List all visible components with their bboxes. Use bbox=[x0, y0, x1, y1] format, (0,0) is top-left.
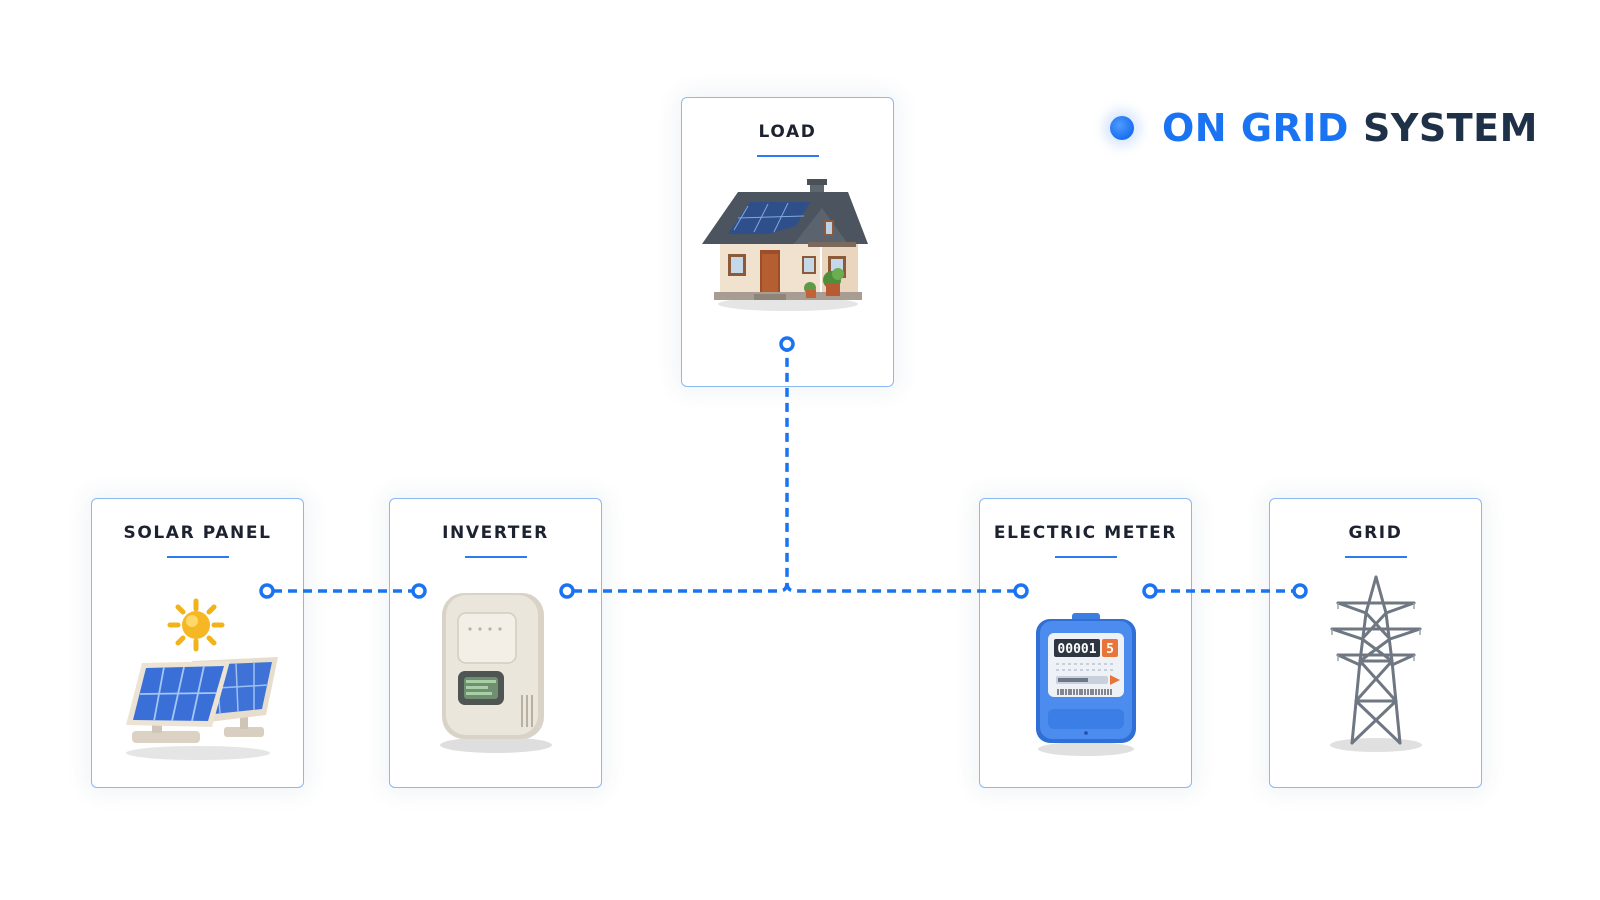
node-load-label: LOAD bbox=[758, 122, 817, 142]
label-underline bbox=[1054, 556, 1117, 558]
node-solar-label: SOLAR PANEL bbox=[123, 523, 272, 543]
label-underline bbox=[166, 556, 229, 558]
diagram-title: ON GRID SYSTEM bbox=[1110, 100, 1538, 156]
title-rest: SYSTEM bbox=[1362, 106, 1538, 150]
title-text: ON GRID SYSTEM bbox=[1162, 106, 1538, 150]
node-electric-meter: ELECTRIC METER 00001 5 bbox=[979, 498, 1192, 788]
solar-panel-icon bbox=[126, 598, 278, 760]
house-icon bbox=[702, 179, 868, 311]
node-grid-label: GRID bbox=[1348, 523, 1403, 543]
node-inverter-label: INVERTER bbox=[442, 523, 549, 543]
electric-meter-icon: 00001 5 bbox=[1036, 613, 1136, 756]
node-inverter: INVERTER bbox=[389, 498, 602, 788]
label-underline bbox=[464, 556, 527, 558]
title-accent: ON GRID bbox=[1162, 106, 1349, 150]
label-underline bbox=[756, 155, 819, 157]
meter-reading: 00001 bbox=[1057, 642, 1096, 657]
node-meter-label: ELECTRIC METER bbox=[993, 523, 1178, 543]
title-bullet-dot bbox=[1110, 116, 1134, 140]
node-solar-panel: SOLAR PANEL bbox=[91, 498, 304, 788]
inverter-icon bbox=[440, 593, 552, 753]
label-underline bbox=[1344, 556, 1407, 558]
sun-icon bbox=[167, 598, 225, 652]
node-grid: GRID bbox=[1269, 498, 1482, 788]
transmission-tower-icon bbox=[1330, 575, 1422, 752]
meter-reading-last-digit: 5 bbox=[1106, 642, 1114, 657]
node-load: LOAD bbox=[681, 97, 894, 387]
